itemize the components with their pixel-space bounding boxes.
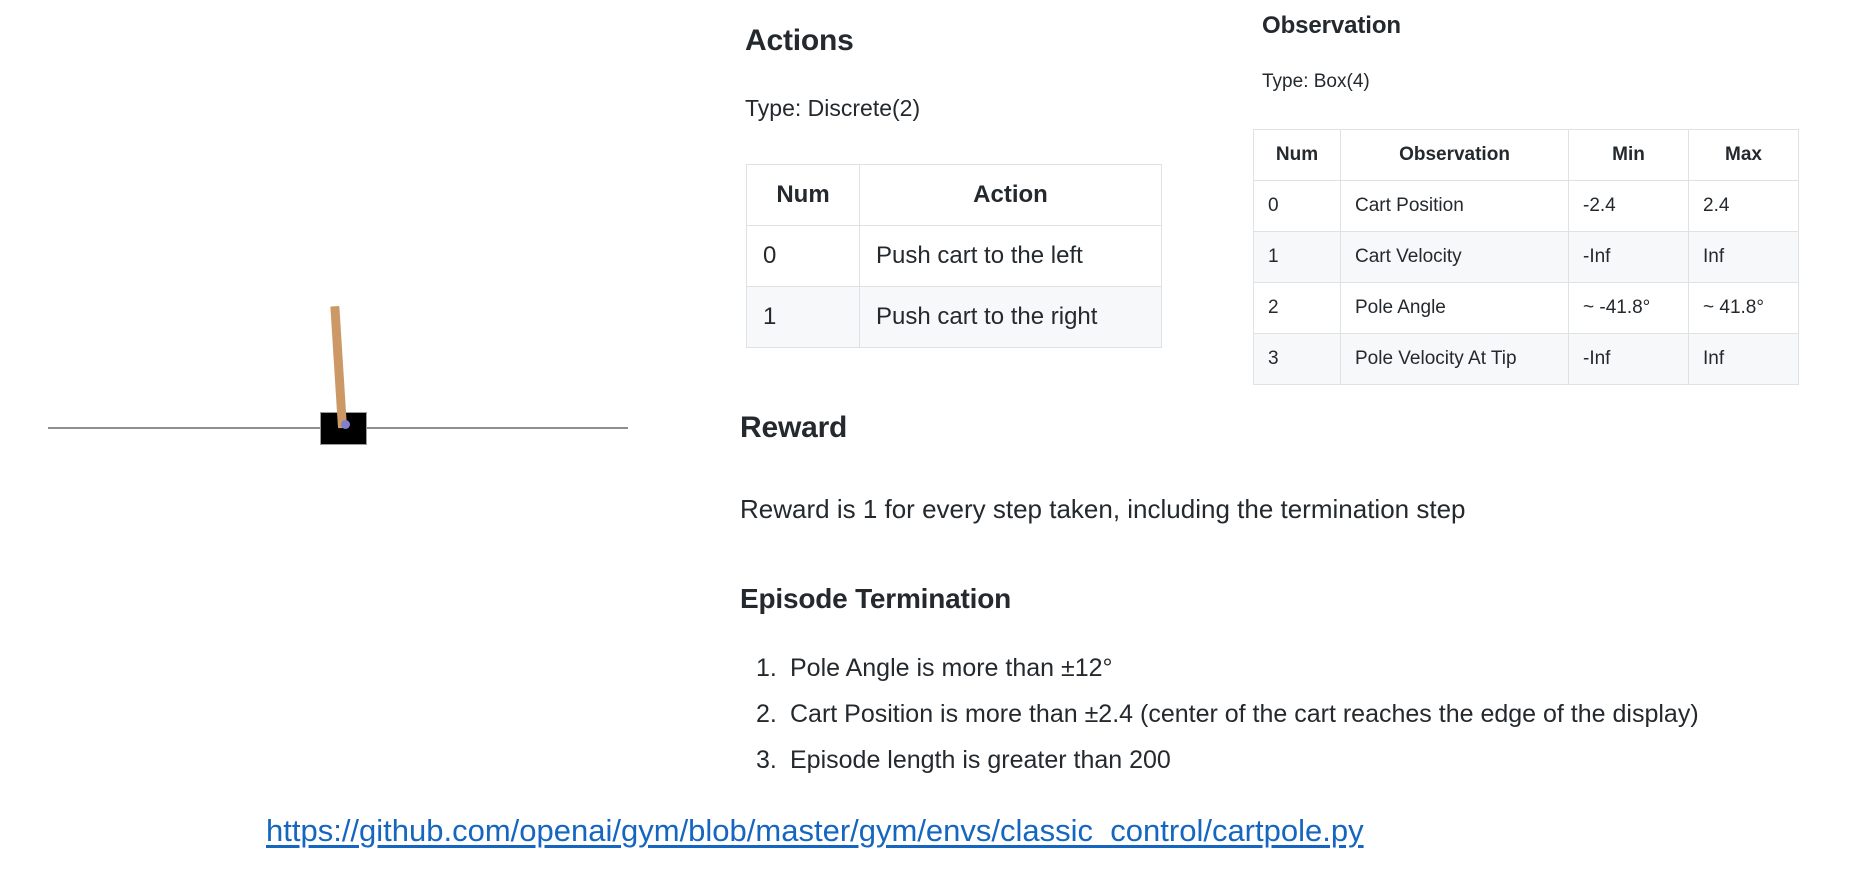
observation-cell-max: Inf [1688,333,1799,385]
observation-cell-name: Cart Position [1340,180,1569,232]
observation-cell-name: Pole Velocity At Tip [1340,333,1569,385]
observation-cell-max: ~ 41.8° [1688,282,1799,334]
actions-cell-action: Push cart to the right [859,286,1162,348]
table-row: 1 Cart Velocity -Inf Inf [1253,231,1799,283]
observation-table: Num Observation Min Max 0 Cart Position … [1253,129,1799,385]
source-code-link[interactable]: https://github.com/openai/gym/blob/maste… [266,813,1364,848]
episode-termination-list: 1. Pole Angle is more than ±12° 2. Cart Po… [756,645,1699,783]
pole-stick-icon [330,305,347,429]
observation-cell-name: Cart Velocity [1340,231,1569,283]
observation-cell-num: 2 [1253,282,1341,334]
list-item-text: Pole Angle is more than ±12° [790,654,1113,682]
table-header-row: Num Observation Min Max [1253,129,1799,181]
observation-type-label: Type: Box(4) [1262,71,1370,92]
table-row: 0 Cart Position -2.4 2.4 [1253,180,1799,232]
observation-cell-min: -2.4 [1568,180,1689,232]
actions-table: Num Action 0 Push cart to the left 1 Pus… [746,164,1162,348]
actions-type-label: Type: Discrete(2) [745,95,921,121]
actions-col-num: Num [746,164,860,226]
episode-termination-heading: Episode Termination [740,583,1012,614]
observation-cell-min: -Inf [1568,333,1689,385]
observation-cell-max: Inf [1688,231,1799,283]
observation-col-observation: Observation [1340,129,1569,181]
actions-cell-action: Push cart to the left [859,225,1162,287]
observation-col-max: Max [1688,129,1799,181]
cartpole-simulation-render [0,0,660,780]
observation-col-num: Num [1253,129,1341,181]
observation-col-min: Min [1568,129,1689,181]
list-item-number: 3. [756,746,777,774]
reward-description: Reward is 1 for every step taken, includ… [740,494,1466,524]
table-header-row: Num Action [746,164,1162,226]
list-item: 3. Episode length is greater than 200 [756,737,1699,783]
observation-cell-min: -Inf [1568,231,1689,283]
pole-axle-icon [341,420,350,429]
list-item: 2. Cart Position is more than ±2.4 (cente… [756,691,1699,737]
observation-heading: Observation [1262,12,1401,39]
actions-col-action: Action [859,164,1162,226]
list-item-text: Cart Position is more than ±2.4 (center … [790,700,1699,728]
observation-cell-num: 0 [1253,180,1341,232]
observation-cell-num: 1 [1253,231,1341,283]
list-item: 1. Pole Angle is more than ±12° [756,645,1699,691]
table-row: 2 Pole Angle ~ -41.8° ~ 41.8° [1253,282,1799,334]
actions-cell-num: 1 [746,286,860,348]
observation-cell-num: 3 [1253,333,1341,385]
actions-heading: Actions [745,24,854,57]
observation-cell-max: 2.4 [1688,180,1799,232]
table-row: 3 Pole Velocity At Tip -Inf Inf [1253,333,1799,385]
list-item-text: Episode length is greater than 200 [790,746,1171,774]
table-row: 0 Push cart to the left [746,225,1162,287]
observation-cell-min: ~ -41.8° [1568,282,1689,334]
list-item-number: 2. [756,700,777,728]
actions-cell-num: 0 [746,225,860,287]
list-item-number: 1. [756,654,777,682]
observation-cell-name: Pole Angle [1340,282,1569,334]
reward-heading: Reward [740,411,848,444]
table-row: 1 Push cart to the right [746,286,1162,348]
